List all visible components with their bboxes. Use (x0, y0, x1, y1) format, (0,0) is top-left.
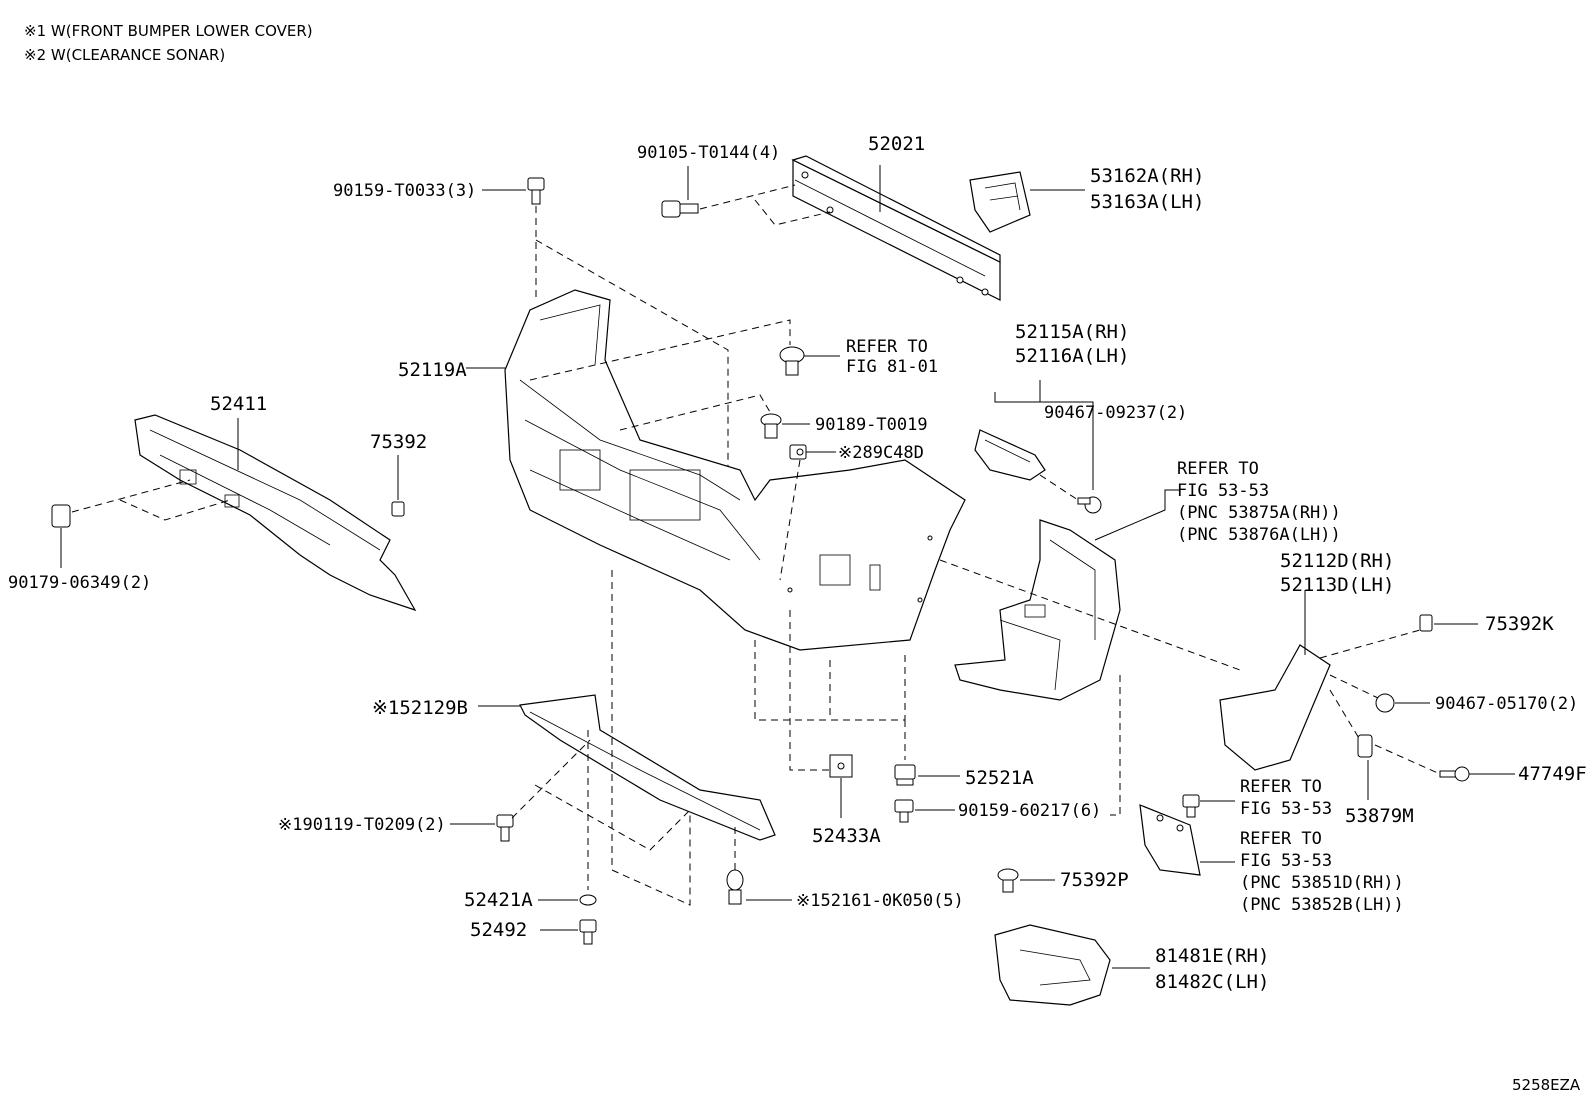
label-52129b: ※152129B (372, 697, 468, 719)
bolt-90159-60217-icon (894, 799, 914, 823)
nut-53879m-icon (1357, 734, 1373, 758)
label-47749f: 47749F (1518, 763, 1587, 785)
energy-absorber-52411 (134, 414, 417, 612)
label-90179: 90179-06349(2) (8, 573, 151, 593)
clip-90189-icon (760, 413, 782, 439)
label-refer-53c-line3: (PNC 53851D(RH)) (1240, 873, 1404, 893)
clip-75392k-icon (1419, 614, 1433, 632)
note-lower-cover: ※1 W(FRONT BUMPER LOWER COVER) (24, 22, 313, 40)
label-75392k: 75392K (1485, 613, 1554, 635)
label-90119: ※190119-T0209(2) (278, 815, 446, 835)
bolt-90159-t0033-icon (527, 177, 545, 205)
bolt-refer-53b-icon (1182, 794, 1200, 818)
label-90467-05170: 90467-05170(2) (1435, 694, 1578, 714)
label-90159-60217: 90159-60217(6) (958, 801, 1101, 821)
label-refer-53c-line4: (PNC 53852B(LH)) (1240, 895, 1404, 915)
label-81482c-lh: 81482C(LH) (1155, 971, 1269, 993)
clip-75392-icon (391, 501, 405, 517)
clip-nut-52521a-icon (894, 764, 916, 786)
label-refer-53a-line4: (PNC 53876A(LH)) (1177, 525, 1341, 545)
seal-81481e (994, 924, 1111, 1006)
label-52492: 52492 (470, 919, 527, 941)
label-90105: 90105-T0144(4) (637, 143, 780, 163)
note-clearance-sonar: ※2 W(CLEARANCE SONAR) (24, 46, 225, 64)
screw-90467-05170-icon (1375, 693, 1395, 713)
label-52119a: 52119A (398, 359, 467, 381)
label-refer-53c-line1: REFER TO (1240, 829, 1322, 849)
label-75392p: 75392P (1060, 869, 1129, 891)
bolt-90119-icon (496, 814, 514, 842)
label-81481e-rh: 81481E(RH) (1155, 945, 1269, 967)
label-refer-53a-line2: FIG 53-53 (1177, 481, 1269, 501)
label-52433a: 52433A (812, 825, 881, 847)
label-52161: ※152161-0K050(5) (796, 891, 964, 911)
label-52115a-rh: 52115A(RH) (1015, 321, 1129, 343)
label-52021: 52021 (868, 133, 925, 155)
clip-fig-81-01-icon (779, 346, 805, 376)
nut-90179-icon (51, 504, 71, 528)
sonar-bracket-89c48d-icon (789, 444, 807, 460)
label-52116a-lh: 52116A(LH) (1015, 345, 1129, 367)
clip-52161-icon (726, 869, 744, 905)
label-refer-53a-line3: (PNC 53875A(RH)) (1177, 503, 1341, 523)
pad-52433a-icon (829, 754, 853, 778)
fender-liner-bracket (954, 519, 1121, 701)
bolt-52492-icon (579, 919, 597, 945)
label-52411: 52411 (210, 393, 267, 415)
screw-47749f-icon (1439, 766, 1470, 782)
clip-75392p-icon (997, 868, 1019, 893)
reinforcement-bar-52021 (791, 155, 1001, 301)
diagram-code: 5258EZA (1512, 1076, 1581, 1094)
label-90189: 90189-T0019 (815, 415, 928, 435)
label-52521a: 52521A (965, 767, 1034, 789)
bracket-53162-icon (969, 171, 1031, 233)
label-53162-rh: 53162A(RH) (1090, 165, 1204, 187)
washer-52421a-icon (579, 894, 597, 906)
label-53163-lh: 53163A(LH) (1090, 191, 1204, 213)
label-89c48d: ※289C48D (838, 443, 924, 463)
label-refer-81-line2: FIG 81-01 (846, 357, 938, 377)
label-75392: 75392 (370, 431, 427, 453)
label-52112d-rh: 52112D(RH) (1280, 550, 1394, 572)
screw-90467-09237-icon (1077, 496, 1102, 514)
label-refer-53b-line1: REFER TO (1240, 777, 1322, 797)
label-refer-53a-line1: REFER TO (1177, 459, 1259, 479)
label-52421a: 52421A (464, 889, 533, 911)
bumper-retainer-52119a (504, 289, 966, 651)
label-refer-53c-line2: FIG 53-53 (1240, 851, 1332, 871)
mudflap-icon (1139, 804, 1201, 876)
label-90159-t0033: 90159-T0033(3) (333, 181, 476, 201)
label-refer-53b-line2: FIG 53-53 (1240, 799, 1332, 819)
side-bracket-52115a (974, 429, 1046, 481)
label-52113d-lh: 52113D(LH) (1280, 574, 1394, 596)
bolt-90105-icon (661, 200, 699, 218)
label-53879m: 53879M (1345, 805, 1414, 827)
label-90467-09237: 90467-09237(2) (1044, 403, 1187, 423)
label-refer-81-line1: REFER TO (846, 337, 928, 357)
side-retainer-52112d (1219, 644, 1331, 771)
lower-cover-52129b (519, 694, 776, 841)
